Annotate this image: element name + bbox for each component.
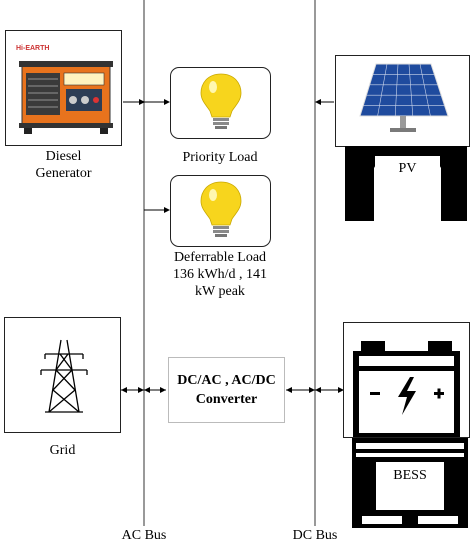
deferrable-load-box	[170, 175, 271, 247]
converter-box: DC/AC , AC/DC Converter	[168, 357, 285, 423]
brand-logo: Hi-EARTH	[16, 45, 49, 52]
solar-panel-icon	[359, 63, 449, 132]
pv-box	[335, 55, 470, 147]
ac-bus-label: AC Bus	[121, 528, 167, 543]
diesel-generator-image: Hi-EARTH	[16, 45, 113, 134]
lightbulb-icon	[200, 181, 242, 237]
deferrable-load-label: Deferrable Load 136 kWh/d , 141 kW peak	[172, 250, 268, 299]
diesel-generator-box: Hi-EARTH	[5, 30, 122, 146]
bess-base-shape	[352, 438, 468, 528]
battery-icon	[353, 341, 460, 437]
diesel-generator-label: Diesel Generator	[35, 149, 92, 181]
converter-label: DC/AC , AC/DC Converter	[177, 373, 276, 407]
grid-box	[4, 317, 121, 433]
bess-label: BESS	[393, 468, 427, 483]
dc-bus-label: DC Bus	[292, 528, 338, 543]
lightbulb-icon	[200, 73, 242, 129]
priority-load-label: Priority Load	[182, 150, 258, 165]
pv-label: PV	[398, 161, 417, 176]
priority-load-box	[170, 67, 271, 139]
bess-box	[343, 322, 470, 438]
transmission-tower-icon	[40, 339, 88, 413]
grid-label: Grid	[49, 443, 76, 458]
pv-stand-shape	[345, 146, 467, 221]
